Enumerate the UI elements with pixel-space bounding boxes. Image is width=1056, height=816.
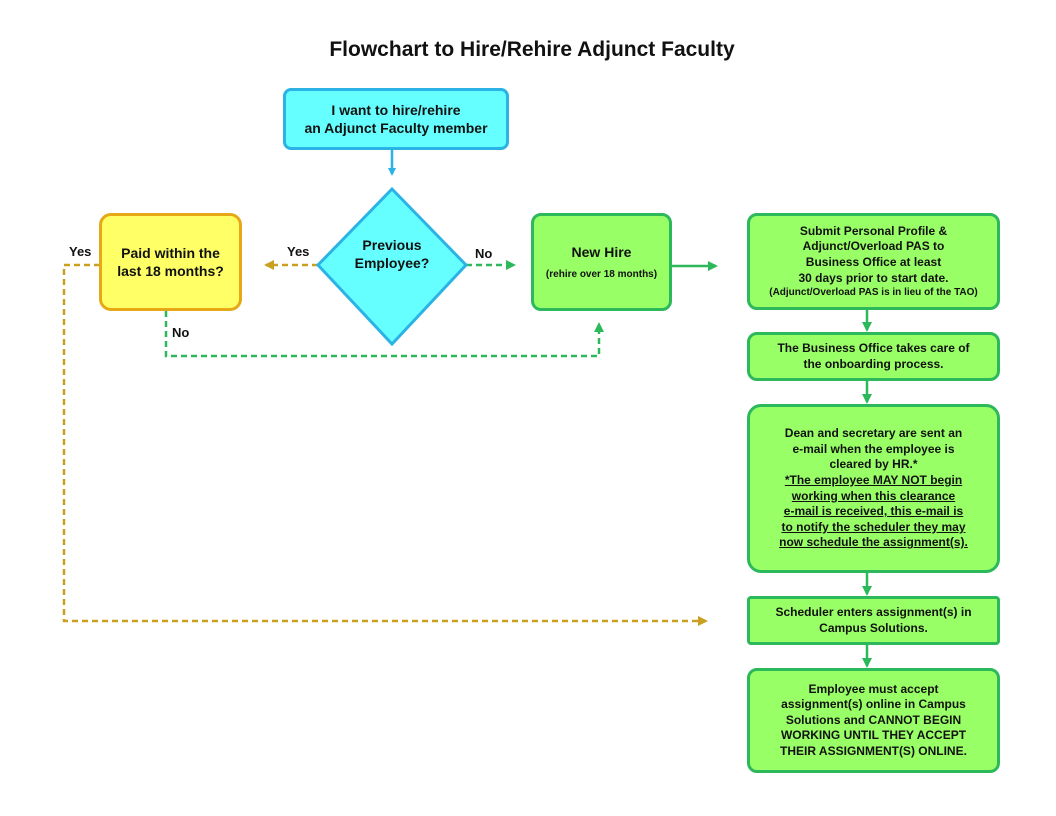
onboarding-box: The Business Office takes care of the on… bbox=[747, 332, 1000, 381]
dean-warning-line: now schedule the assignment(s). bbox=[779, 535, 968, 550]
dean-line: e-mail when the employee is bbox=[792, 441, 955, 456]
start-text-line2: an Adjunct Faculty member bbox=[304, 120, 488, 136]
label-no-down: No bbox=[172, 325, 190, 340]
dean-warning-line: to notify the scheduler they may bbox=[781, 519, 966, 534]
dean-warning-line: *The employee MAY NOT begin bbox=[784, 472, 963, 487]
employee-line: Solutions and CANNOT BEGIN bbox=[785, 712, 962, 727]
label-yes-left: Yes bbox=[69, 244, 92, 259]
scheduler-line: Scheduler enters assignment(s) in bbox=[775, 604, 972, 619]
submit-line: 30 days prior to start date. bbox=[798, 270, 949, 285]
start-text-line1: I want to hire/rehire bbox=[331, 101, 461, 118]
scheduler-line: Campus Solutions. bbox=[819, 620, 928, 635]
decision-text: Previous Employee? bbox=[318, 236, 466, 272]
start-box: I want to hire/rehire an Adjunct Faculty… bbox=[283, 88, 509, 150]
decision-diamond bbox=[315, 186, 469, 347]
new-hire-title: New Hire bbox=[571, 244, 632, 261]
employee-line: Employee must accept bbox=[808, 681, 939, 696]
employee-accept-box: Employee must accept assignment(s) onlin… bbox=[747, 668, 1000, 773]
submit-line: Submit Personal Profile & bbox=[799, 223, 948, 238]
new-hire-subtitle: (rehire over 18 months) bbox=[545, 268, 658, 280]
employee-line: THEIR ASSIGNMENT(S) ONLINE. bbox=[780, 743, 967, 758]
dean-warning-line: working when this clearance bbox=[791, 488, 956, 503]
scheduler-box: Scheduler enters assignment(s) in Campus… bbox=[747, 596, 1000, 645]
submit-note: (Adjunct/Overload PAS is in lieu of the … bbox=[769, 287, 978, 299]
dean-line: Dean and secretary are sent an bbox=[784, 426, 963, 441]
onboarding-line: the onboarding process. bbox=[803, 356, 944, 371]
submit-line: Adjunct/Overload PAS to bbox=[802, 239, 945, 254]
submit-line: Business Office at least bbox=[805, 255, 942, 269]
new-hire-box: New Hire (rehire over 18 months) bbox=[531, 213, 672, 311]
label-yes-mid: Yes bbox=[287, 244, 310, 259]
label-no-right: No bbox=[475, 246, 493, 261]
employee-line: assignment(s) online in Campus bbox=[781, 697, 966, 712]
employee-line: WORKING UNTIL THEY ACCEPT bbox=[780, 728, 967, 743]
dean-notification-box: Dean and secretary are sent an e-mail wh… bbox=[747, 404, 1000, 573]
paid-text-line1: Paid within the bbox=[121, 244, 220, 261]
paid-text-line2: last 18 months? bbox=[117, 263, 224, 279]
decision-text-line2: Employee? bbox=[354, 255, 430, 272]
page-title: Flowchart to Hire/Rehire Adjunct Faculty bbox=[329, 38, 735, 61]
decision-text-line1: Previous bbox=[362, 237, 422, 253]
arrow-paid-no-to-new-hire bbox=[164, 311, 604, 358]
dean-line: cleared by HR.* bbox=[829, 457, 918, 472]
arrow-paid-yes-to-scheduler bbox=[62, 263, 708, 626]
onboarding-line: The Business Office takes care of bbox=[777, 340, 970, 355]
paid-within-box: Paid within the last 18 months? bbox=[99, 213, 242, 311]
dean-warning-line: e-mail is received, this e-mail is bbox=[783, 504, 964, 519]
submit-profile-box: Submit Personal Profile & Adjunct/Overlo… bbox=[747, 213, 1000, 310]
